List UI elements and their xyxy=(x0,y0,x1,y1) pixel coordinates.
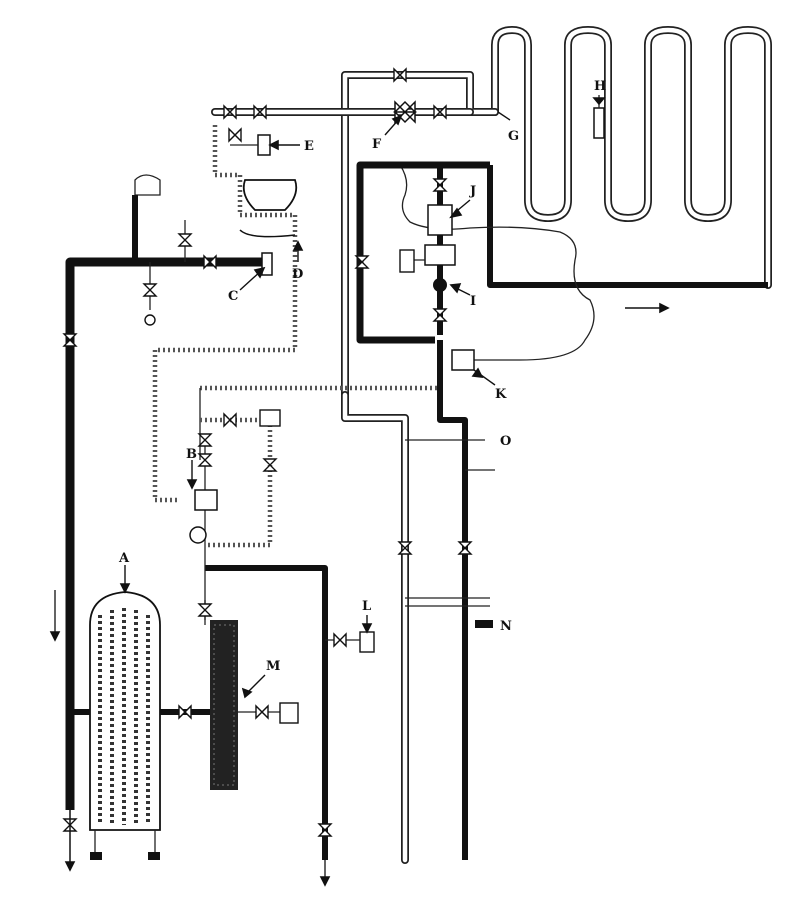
valve-symbol xyxy=(397,541,413,555)
valve-symbol xyxy=(62,333,78,347)
heat-exchanger-a xyxy=(70,591,210,860)
valve-symbol xyxy=(393,67,407,83)
unit-m xyxy=(204,600,299,790)
label-k: K xyxy=(495,387,507,402)
valve-symbol xyxy=(333,632,347,648)
valve-symbol xyxy=(354,255,370,269)
label-i: I xyxy=(470,294,476,309)
vessel-d xyxy=(242,179,298,211)
valve-symbol xyxy=(228,127,242,143)
valve-symbol xyxy=(457,541,473,555)
valve-symbol xyxy=(223,104,237,120)
label-f: F xyxy=(372,137,382,152)
label-j: J xyxy=(469,184,476,199)
label-e: E xyxy=(304,139,314,154)
valve-symbol xyxy=(253,104,267,120)
middle-piping xyxy=(189,340,495,864)
valve-symbol xyxy=(223,412,237,428)
letter-labels: A B C D E F G H I J K L M N O xyxy=(118,79,606,674)
device-e xyxy=(257,134,271,156)
valve-symbol xyxy=(178,704,192,720)
device-k xyxy=(451,349,475,371)
thermometer-h xyxy=(593,107,605,139)
valve-symbol xyxy=(433,104,447,120)
valve-symbol xyxy=(432,178,448,192)
label-h: H xyxy=(594,79,606,94)
serpentine-coil xyxy=(399,26,772,361)
label-l: L xyxy=(362,599,371,614)
label-m: M xyxy=(266,659,280,674)
label-c: C xyxy=(228,289,238,304)
valve-symbol xyxy=(317,823,333,837)
label-n: N xyxy=(500,619,512,634)
label-d: D xyxy=(292,267,303,282)
valve-symbol xyxy=(262,458,278,472)
valve-symbol xyxy=(177,233,193,247)
outlet-arrows xyxy=(49,590,331,887)
device-l xyxy=(359,631,375,653)
valve-symbol xyxy=(432,308,448,322)
valve-symbol xyxy=(197,433,213,447)
valve-symbol xyxy=(255,704,269,720)
label-g: G xyxy=(508,129,519,144)
label-b: B xyxy=(186,447,197,462)
device-c xyxy=(261,252,273,276)
valve-symbol xyxy=(142,283,158,297)
valve-symbol xyxy=(197,453,213,467)
valve-symbol xyxy=(203,254,217,270)
label-a: A xyxy=(118,551,130,566)
label-o: O xyxy=(500,434,511,449)
callouts xyxy=(119,111,511,699)
valve-symbol xyxy=(197,603,213,617)
